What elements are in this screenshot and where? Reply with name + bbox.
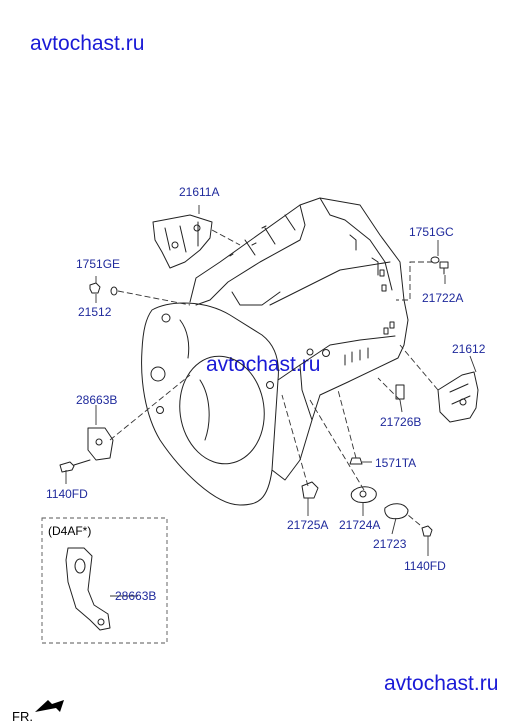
- plug-1571ta: [349, 457, 363, 465]
- label-21611a: 21611A: [179, 185, 220, 199]
- sensor-21725a: [301, 481, 319, 499]
- bracket-28663b-variant: [65, 547, 111, 631]
- bracket-28663b-top: [87, 427, 114, 461]
- transmission-case: [141, 197, 409, 506]
- label-21726b: 21726B: [380, 415, 422, 429]
- label-1751ge: 1751GE: [76, 257, 121, 271]
- variant-box: [41, 517, 168, 644]
- label-28663b-variant: 28663B: [115, 589, 157, 603]
- bolt-21722a: [439, 261, 449, 275]
- label-28663b-top: 28663B: [76, 393, 118, 407]
- label-1751gc: 1751GC: [409, 225, 454, 239]
- label-21512: 21512: [78, 305, 112, 319]
- label-1140fd-left: 1140FD: [46, 487, 88, 501]
- label-21725a: 21725A: [287, 518, 329, 532]
- label-1140fd-right: 1140FD: [404, 559, 446, 573]
- watermark-bottom-right: avtochast.ru: [384, 672, 499, 695]
- label-21612: 21612: [452, 342, 486, 356]
- bolt-1140fd-left: [59, 459, 91, 473]
- label-21722a: 21722A: [422, 291, 464, 305]
- variant-box-label: (D4AF*): [48, 524, 92, 538]
- fr-arrow-icon: [35, 700, 64, 712]
- label-1571ta: 1571TA: [375, 456, 417, 470]
- nut-1751ge: [89, 282, 101, 294]
- bracket-21612: [437, 371, 479, 423]
- bracket-21611a: [152, 214, 213, 269]
- gasket-21724a: [350, 486, 377, 503]
- washer-21512: [110, 286, 118, 296]
- watermark-top-left: avtochast.ru: [30, 32, 145, 55]
- label-21723: 21723: [373, 537, 407, 551]
- pin-21726b: [395, 384, 405, 400]
- direction-label: FR.: [12, 709, 33, 724]
- label-21724a: 21724A: [339, 518, 381, 532]
- washer-1751gc: [430, 256, 440, 264]
- bolt-1140fd-right: [421, 525, 433, 537]
- plate-21723: [384, 503, 409, 520]
